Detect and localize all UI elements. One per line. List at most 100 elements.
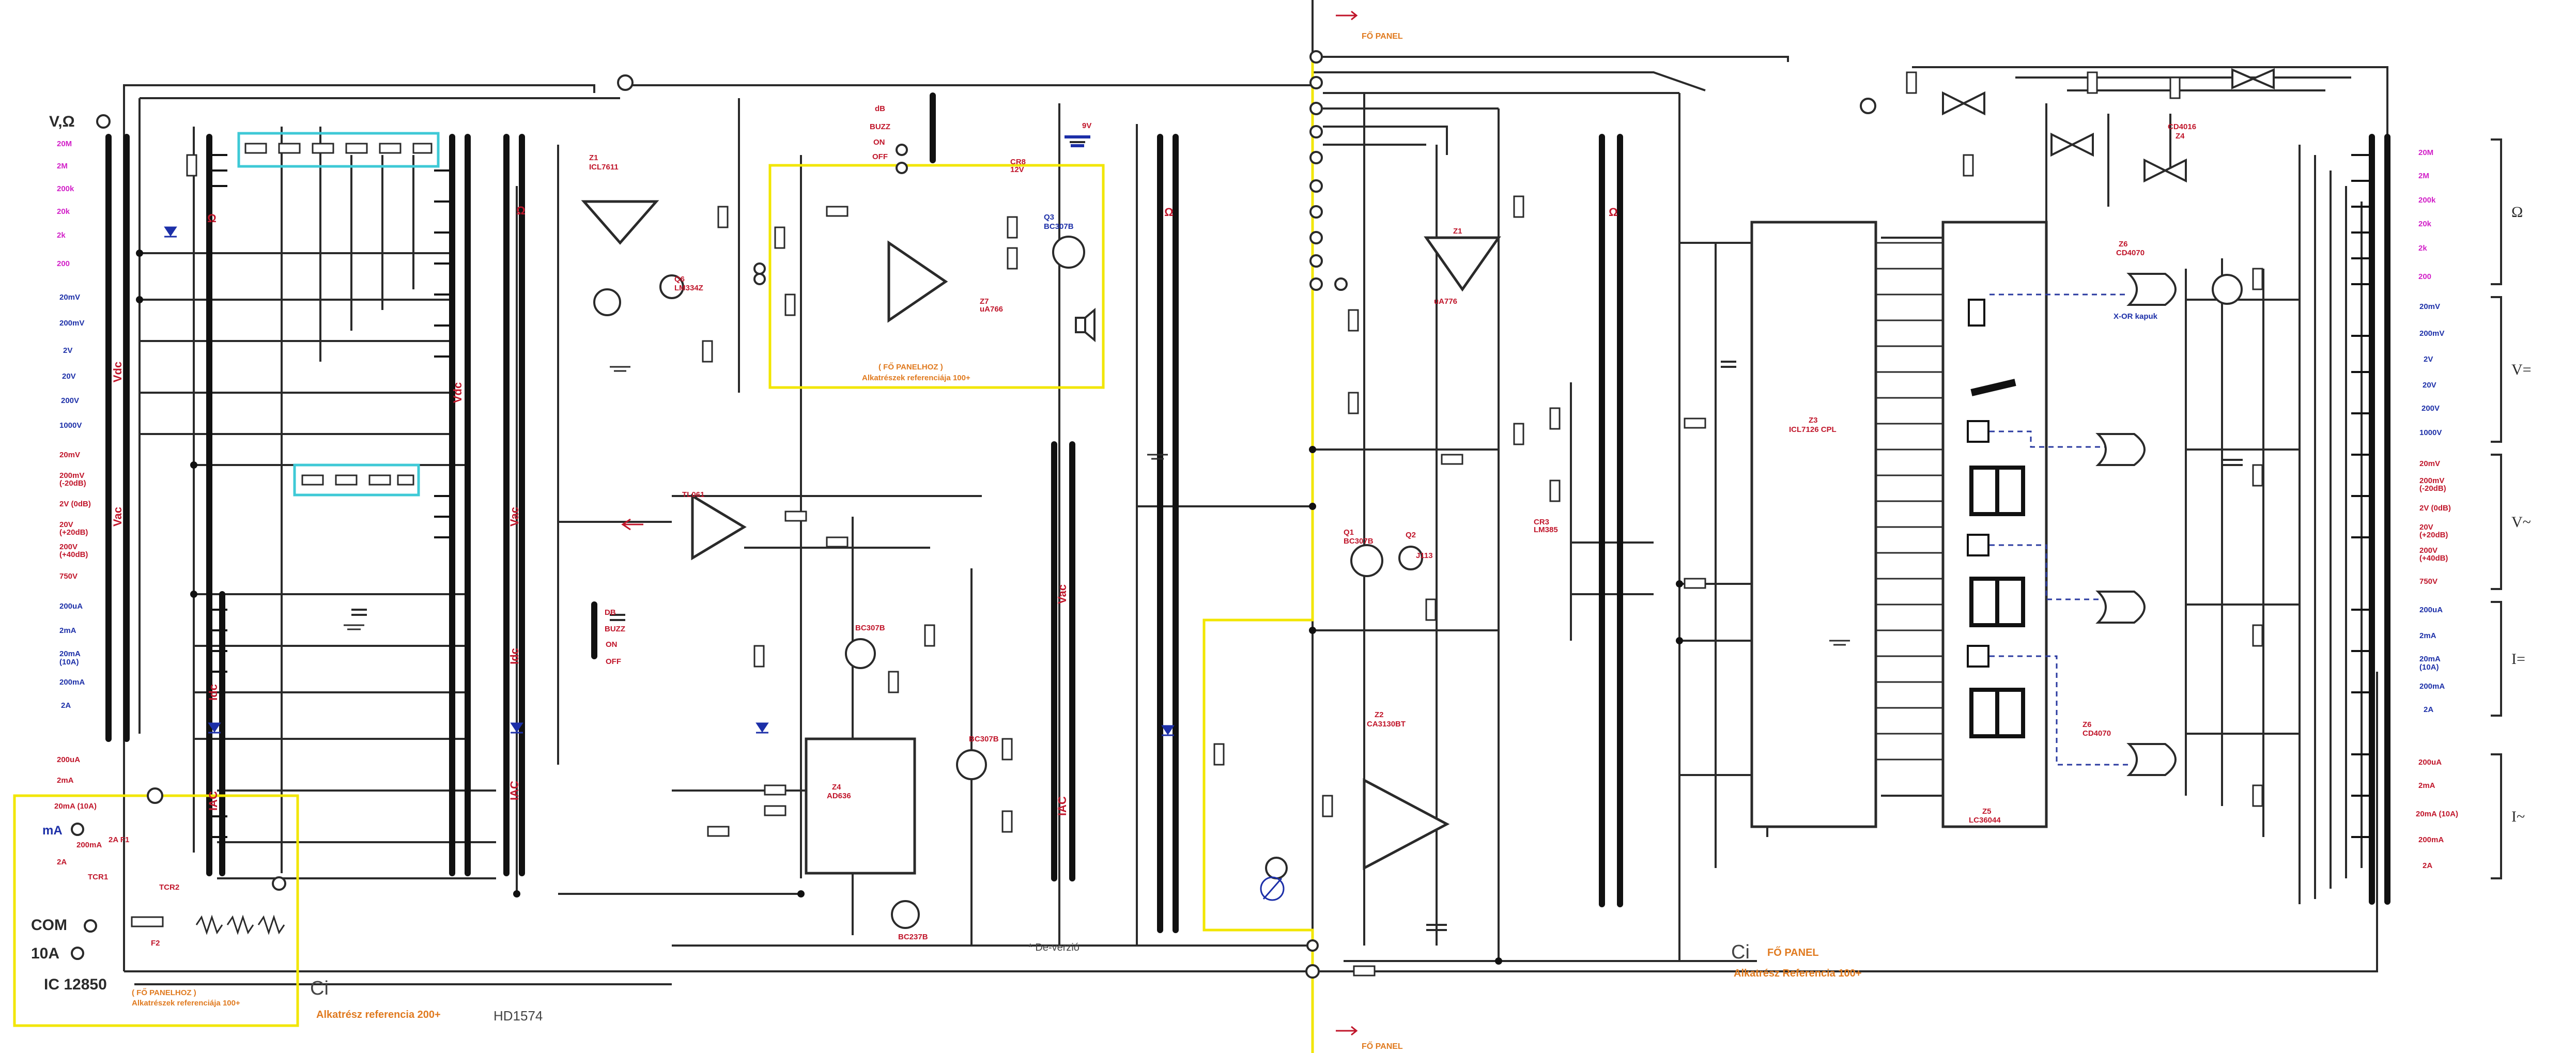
vac-function-symbol: V~ <box>2511 514 2531 531</box>
cyan-box-top <box>237 132 440 168</box>
left-range-25: 200mA <box>59 678 85 687</box>
right-range-labels: 20M 2M 200k 20k 2k 200 20mV 200mV 2V 20V… <box>2416 148 2458 870</box>
q3-name: Q3 <box>1044 213 1054 222</box>
ten-a-terminal <box>71 947 84 960</box>
db-mid-3: OFF <box>606 657 621 666</box>
fo-panelhoz-center: ( FŐ PANELHOZ ) <box>878 362 943 371</box>
db-top-1: BUZZ <box>870 122 890 131</box>
lcd-sign-segment <box>1968 299 1985 327</box>
q6-name: Q6 <box>674 275 685 284</box>
iac-label-mid: IAC <box>508 781 521 800</box>
db-switch-mid: DB BUZZ ON OFF <box>605 608 625 666</box>
opamp-z1-mid <box>1424 236 1501 292</box>
z4-name: Z4 <box>832 783 841 792</box>
right-range-31: 2A <box>2423 861 2432 870</box>
opamp-z1-left <box>581 200 659 245</box>
svg-text:Ω: Ω <box>516 204 526 217</box>
fo-panel-top: FŐ PANEL <box>1362 31 1403 41</box>
junction-dots <box>136 250 1683 965</box>
left-range-17: (+20dB) <box>59 528 88 537</box>
opamp-z7 <box>887 240 948 323</box>
left-range-3: 20k <box>57 207 70 216</box>
vac-label-left: Vac <box>111 507 124 526</box>
z6-top-name: Z6 <box>2119 240 2128 249</box>
ten-a-terminal-label: 10A <box>31 945 59 962</box>
right-range-24: (10A) <box>2419 663 2439 672</box>
alkatreszek-ref-100-left: Alkatrészek referenciája 100+ <box>132 999 240 1008</box>
ci-left: Ci <box>310 978 329 999</box>
model-label: IC 12850 <box>44 976 107 993</box>
opamp-z2 <box>1363 778 1450 871</box>
alkatreszek-ref-100-center: Alkatrészek referenciája 100+ <box>862 374 970 382</box>
ic-outlines <box>581 200 2048 875</box>
z5-name: Z5 <box>1982 807 1992 816</box>
right-range-11: 1000V <box>2419 428 2442 437</box>
right-range-16: 20V <box>2419 523 2433 532</box>
ma-terminal-label: mA <box>42 824 63 838</box>
right-range-25: 200mA <box>2419 682 2445 691</box>
de-verzio-note: * De-verzió <box>1028 942 1079 953</box>
z3-name: Z3 <box>1809 416 1818 425</box>
tl061-name: TL061 <box>682 490 704 499</box>
left-range-12: 20mV <box>59 451 80 459</box>
yellow-path-center <box>1202 57 1314 1053</box>
lcd-dashed-links <box>1989 293 2129 766</box>
left-range-20: 750V <box>59 572 78 581</box>
svg-text:Ω: Ω <box>1164 206 1174 219</box>
z5-part: LC36044 <box>1969 816 2001 825</box>
lcd-minus-segment <box>1970 379 2016 396</box>
right-range-15: 2V (0dB) <box>2419 504 2451 513</box>
left-range-4: 2k <box>57 231 66 240</box>
left-range-29: 20mA (10A) <box>54 802 97 811</box>
vdc-label-mid: Vdc <box>451 382 464 403</box>
panel-labels: FŐ PANEL FŐ PANEL FŐ PANEL Alkatrész Ref… <box>132 31 1861 1051</box>
red-arrows <box>621 10 1358 1036</box>
v-ohm-terminal-label: V,Ω <box>49 113 75 130</box>
left-range-21: 200uA <box>59 602 83 611</box>
left-range-1: 2M <box>57 162 68 171</box>
right-range-20: 750V <box>2419 577 2438 586</box>
yellow-box-center <box>768 164 1105 389</box>
omega-markers: Ω Ω Ω Ω <box>207 204 1618 225</box>
svg-text:Ω: Ω <box>1609 206 1618 219</box>
com-terminal-label: COM <box>31 917 67 934</box>
left-range-labels: 20M 2M 200k 20k 2k 200 20mV 200mV 2V 20V… <box>54 140 102 866</box>
left-range-16: 20V <box>59 520 73 529</box>
ic-z5-body <box>1941 221 2048 828</box>
q1-name: Q1 <box>1344 528 1354 537</box>
lcd-dot-1 <box>1967 420 1989 443</box>
right-range-7: 200mV <box>2419 329 2444 338</box>
q6-part: LM334Z <box>674 284 703 292</box>
right-brackets <box>2491 138 2502 879</box>
fo-panelhoz-left: ( FŐ PANELHOZ ) <box>132 988 196 997</box>
resistors <box>131 71 2263 977</box>
left-range-26: 2A <box>61 701 71 710</box>
right-range-14: (-20dB) <box>2419 484 2446 493</box>
diodes <box>164 226 1175 736</box>
cr8-name: CR8 <box>1010 158 1026 166</box>
hd1574-label: HD1574 <box>493 1008 543 1024</box>
left-range-23: 20mA <box>59 649 81 658</box>
iac-label-left: IAC <box>207 791 220 811</box>
fo-panel-right: FŐ PANEL <box>1767 947 1819 958</box>
vac-label-center: Vac <box>1056 584 1069 604</box>
left-range-10: 200V <box>61 396 79 405</box>
vdc-label-left: Vdc <box>111 362 124 382</box>
right-range-21: 200uA <box>2419 606 2443 614</box>
z1-left-part: ICL7611 <box>589 163 619 172</box>
ohm-function-symbol: Ω <box>2511 204 2523 221</box>
q2-name: Q2 <box>1406 531 1416 539</box>
ic-z3-body <box>1750 221 1877 828</box>
alkatresz-ref-200: Alkatrész referencia 200+ <box>316 1009 441 1020</box>
z3-part: ICL7126 CPL <box>1789 425 1837 434</box>
right-range-17: (+20dB) <box>2419 531 2448 539</box>
idc-label-left: Idc <box>207 684 220 701</box>
lcd-digit-1 <box>1969 466 2025 516</box>
lcd-dot-3 <box>1967 645 1989 668</box>
chip-labels: Z1 ICL7611 Q6 LM334Z Q3 BC307B Z7 uA766 … <box>589 121 2196 941</box>
z7-name: Z7 <box>980 297 989 306</box>
z6-bottom-part: CD4070 <box>2083 729 2111 738</box>
cd4016-part: CD4016 <box>2168 122 2196 131</box>
potentiometer-symbol <box>1260 876 1285 901</box>
